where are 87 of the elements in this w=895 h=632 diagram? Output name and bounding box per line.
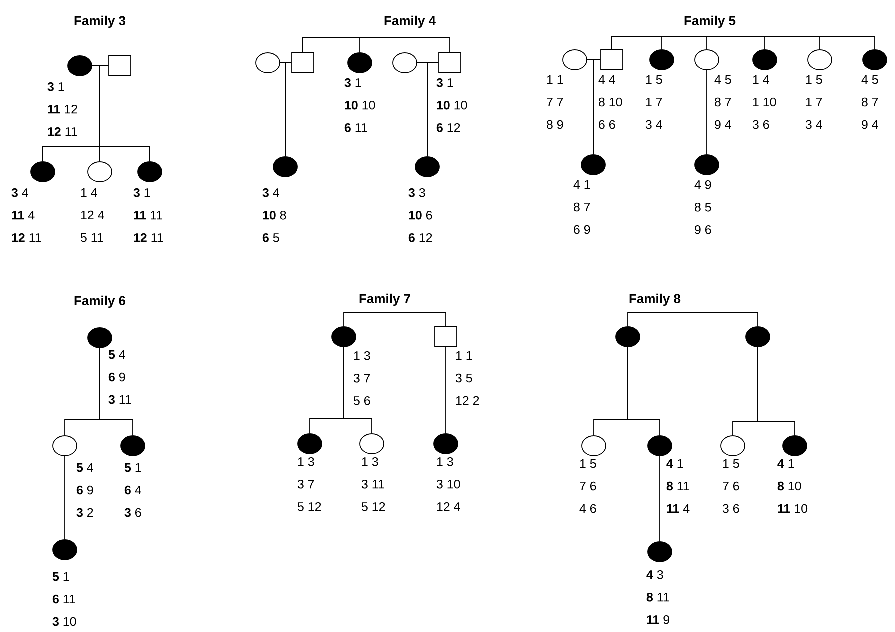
genotype-label: 1 3 3 11 5 12 xyxy=(362,457,386,512)
pedigree-line xyxy=(302,38,450,53)
genotype-label: 1 3 3 7 5 12 xyxy=(298,457,322,512)
genotype-label: 1 1 7 7 8 9 xyxy=(547,75,564,130)
square-symbol xyxy=(108,56,132,76)
circle-symbol xyxy=(808,50,832,70)
circle-symbol xyxy=(88,162,112,182)
circle-symbol xyxy=(360,434,384,454)
circle-symbol xyxy=(694,154,720,176)
circle-symbol xyxy=(582,436,606,456)
genotype-label: 3 4 11 4 12 11 xyxy=(12,188,42,242)
family-title: Family 8 xyxy=(630,294,681,306)
circle-symbol xyxy=(862,50,888,70)
genotype-label: 4 1 8 7 6 9 xyxy=(574,180,590,234)
genotype-label: 4 9 8 5 9 6 xyxy=(694,180,712,234)
circle-symbol xyxy=(694,50,720,70)
genotype-label: 4 5 8 7 9 4 xyxy=(862,75,878,130)
genotype-label: 1 3 3 7 5 6 xyxy=(354,351,370,406)
pedigree-line xyxy=(344,312,446,327)
circle-symbol xyxy=(30,162,56,182)
circle-symbol xyxy=(581,154,606,176)
genotype-label: 4 4 8 10 6 6 xyxy=(598,75,622,130)
pedigree-line xyxy=(100,348,134,436)
genotype-label: 3 1 10 10 6 11 xyxy=(344,78,376,132)
circle-symbol xyxy=(88,328,112,348)
genotype-label: 3 3 10 6 6 12 xyxy=(408,188,432,242)
genotype-label: 4 1 8 10 11 10 xyxy=(778,459,808,514)
circle-symbol xyxy=(650,50,674,70)
pedigree-line xyxy=(706,70,708,155)
circle-symbol xyxy=(562,50,588,70)
genotype-label: 5 4 6 9 3 11 xyxy=(108,350,132,404)
circle-symbol xyxy=(298,434,322,454)
square-symbol xyxy=(434,326,458,348)
pedigree-line xyxy=(593,60,601,155)
circle-symbol xyxy=(648,436,672,456)
pedigree-line xyxy=(758,346,796,436)
pedigree-line xyxy=(427,62,439,157)
circle-symbol xyxy=(52,436,78,456)
pedigree-line xyxy=(628,346,660,436)
square-symbol xyxy=(600,50,624,70)
pedigree-line xyxy=(64,456,66,540)
pedigree-line xyxy=(344,346,372,434)
pedigree-line xyxy=(612,36,876,50)
pedigree-line xyxy=(285,62,292,157)
genotype-label: 1 5 7 6 3 6 xyxy=(722,459,740,514)
genotype-label: 1 4 12 4 5 11 xyxy=(80,188,104,242)
circle-symbol xyxy=(120,436,146,456)
circle-symbol xyxy=(782,436,808,456)
genotype-label: 4 1 8 11 11 4 xyxy=(666,459,690,514)
circle-symbol xyxy=(752,50,778,70)
family-title: Family 6 xyxy=(74,296,126,308)
circle-symbol xyxy=(273,156,298,178)
circle-symbol xyxy=(332,326,356,348)
genotype-label: 5 4 6 9 3 2 xyxy=(76,463,94,518)
family-title: Family 5 xyxy=(684,16,736,28)
family-title: Family 3 xyxy=(74,16,126,28)
genotype-label: 1 5 1 7 3 4 xyxy=(646,75,662,130)
genotype-label: 5 1 6 4 3 6 xyxy=(124,463,142,518)
circle-symbol xyxy=(348,52,372,74)
genotype-label: 3 4 10 8 6 5 xyxy=(262,188,286,242)
genotype-label: 3 1 11 12 12 11 xyxy=(48,82,78,136)
circle-symbol xyxy=(256,52,280,74)
genotype-label: 1 5 1 7 3 4 xyxy=(806,75,822,130)
genotype-label: 1 5 7 6 4 6 xyxy=(580,459,596,514)
square-symbol xyxy=(438,52,462,74)
circle-symbol xyxy=(138,162,162,182)
genotype-label: 1 1 3 5 12 2 xyxy=(456,351,480,406)
circle-symbol xyxy=(648,542,672,562)
genotype-label: 4 3 8 11 11 9 xyxy=(646,570,670,624)
genotype-label: 5 1 6 11 3 10 xyxy=(52,572,76,626)
family-title: Family 7 xyxy=(360,294,410,306)
circle-symbol xyxy=(52,540,78,560)
genotype-label: 3 1 10 10 6 12 xyxy=(436,78,468,132)
circle-symbol xyxy=(68,56,92,76)
square-symbol xyxy=(292,52,314,74)
pedigree-line xyxy=(628,312,758,327)
circle-symbol xyxy=(746,326,770,348)
circle-symbol xyxy=(616,326,640,348)
circle-symbol xyxy=(415,156,440,178)
genotype-label: 4 5 8 7 9 4 xyxy=(714,75,732,130)
circle-symbol xyxy=(720,436,746,456)
circle-symbol xyxy=(434,434,458,454)
genotype-label: 1 3 3 10 12 4 xyxy=(436,457,460,512)
genotype-label: 3 1 11 11 12 11 xyxy=(134,188,164,242)
circle-symbol xyxy=(392,52,418,74)
genotype-label: 1 4 1 10 3 6 xyxy=(752,75,776,130)
family-title: Family 4 xyxy=(384,16,436,28)
